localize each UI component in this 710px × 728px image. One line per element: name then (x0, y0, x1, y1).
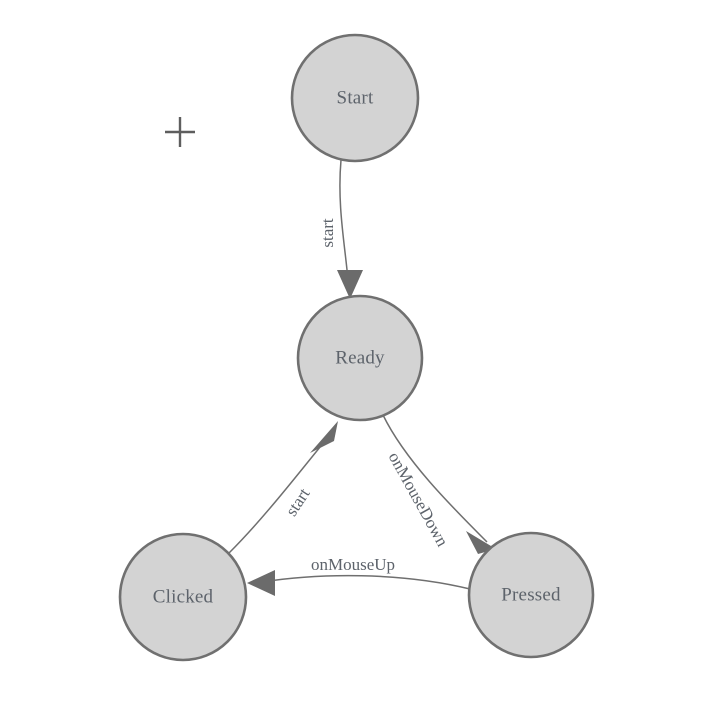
edge-layer (228, 159, 496, 596)
node-ready-circle[interactable] (296, 294, 424, 422)
node-start-label: Start (337, 87, 374, 108)
arrowhead-clicked-right (247, 570, 275, 596)
arrowhead-ready-lowerleft (310, 421, 338, 453)
edge-path-ready-to-pressed[interactable] (382, 414, 488, 543)
edge-start-to-ready[interactable] (337, 159, 363, 299)
crosshair-icon[interactable] (165, 117, 195, 147)
edge-label-clicked-to-ready: start (282, 484, 314, 519)
node-start-circle[interactable] (290, 33, 420, 163)
node-ready[interactable]: Ready (296, 294, 424, 422)
edge-path-clicked-to-ready[interactable] (228, 440, 326, 554)
edge-label-ready-to-pressed: onMouseDown (385, 449, 453, 550)
node-ready-label: Ready (335, 347, 385, 368)
node-pressed-circle[interactable] (467, 531, 595, 659)
edge-pressed-to-clicked[interactable] (247, 570, 471, 596)
node-clicked[interactable]: Clicked (118, 532, 248, 662)
edge-path-start-to-ready[interactable] (339, 159, 349, 281)
node-layer: Start Ready Clicked Pressed (118, 33, 595, 662)
node-pressed-label: Pressed (501, 584, 561, 605)
arrowhead-ready-top (337, 270, 363, 299)
node-start[interactable]: Start (290, 33, 420, 163)
edge-label-start-to-ready: start (318, 218, 337, 248)
node-clicked-label: Clicked (153, 586, 214, 607)
edge-label-pressed-to-clicked: onMouseUp (311, 555, 395, 574)
edge-path-pressed-to-clicked[interactable] (261, 574, 471, 590)
node-clicked-circle[interactable] (118, 532, 248, 662)
node-pressed[interactable]: Pressed (467, 531, 595, 659)
edge-clicked-to-ready[interactable] (228, 421, 338, 554)
